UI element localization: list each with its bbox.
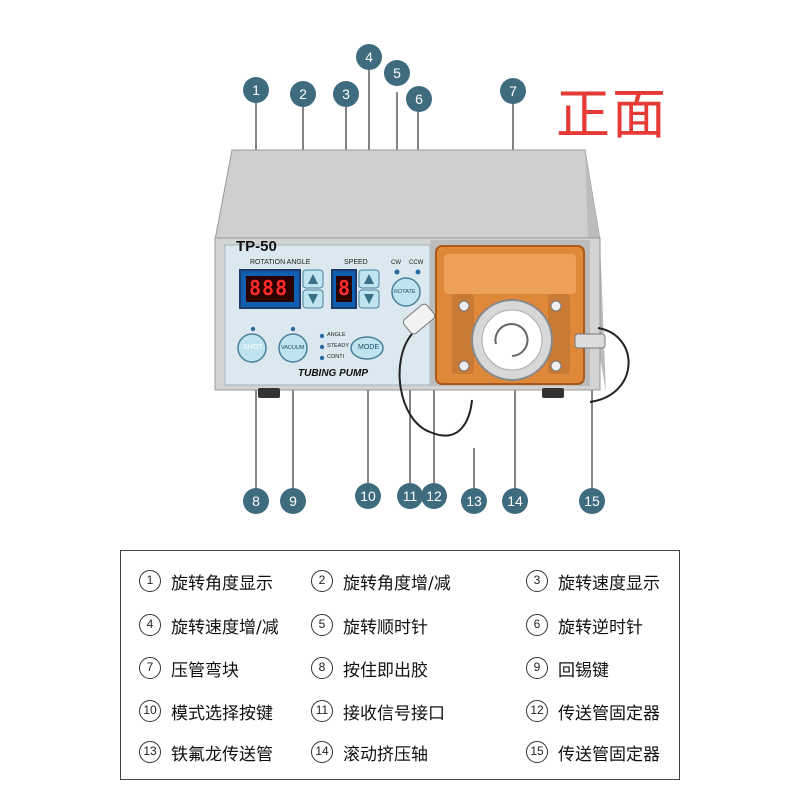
legend-item: 7 压管弯块: [139, 656, 239, 681]
callout-11: 11: [397, 483, 423, 509]
legend-number: 10: [139, 700, 161, 722]
legend-item: 14 滚动挤压轴: [311, 740, 428, 765]
legend-number: 13: [139, 741, 161, 763]
legend-text: 旋转角度增/减: [343, 573, 451, 594]
legend-number: 7: [139, 657, 161, 679]
legend-number: 3: [526, 570, 548, 592]
legend-number: 6: [526, 614, 548, 636]
legend-item: 8 按住即出胶: [311, 656, 428, 681]
mode-option-conti: CONTI: [327, 354, 345, 360]
legend-item: 11 接收信号接口: [311, 699, 445, 724]
legend-text: 旋转逆时针: [558, 617, 643, 638]
callout-12: 12: [421, 483, 447, 509]
legend-item: 9 回锡键: [526, 656, 609, 681]
device-illustration: [214, 70, 630, 488]
callout-3: 3: [333, 81, 359, 107]
legend-text: 模式选择按键: [171, 703, 273, 724]
legend-text: 旋转顺时针: [343, 617, 428, 638]
vacuum-button[interactable]: VACUUM: [281, 345, 305, 351]
legend-text: 传送管固定器: [558, 744, 660, 765]
control-panel: [224, 244, 431, 386]
legend-number: 11: [311, 700, 333, 722]
speed-label: SPEED: [344, 259, 368, 266]
brand-label: TUBING PUMP: [298, 368, 368, 379]
legend-item: 10 模式选择按键: [139, 699, 273, 724]
legend-text: 传送管固定器: [558, 703, 660, 724]
legend-text: 压管弯块: [171, 660, 239, 681]
legend-number: 1: [139, 570, 161, 592]
legend-text: 回锡键: [558, 660, 609, 681]
legend-item: 13 铁氟龙传送管: [139, 740, 273, 765]
callout-13: 13: [461, 488, 487, 514]
legend-item: 3 旋转速度显示: [526, 569, 660, 594]
legend-text: 旋转速度增/减: [171, 617, 279, 638]
legend-text: 旋转速度显示: [558, 573, 660, 594]
legend-item: 6 旋转逆时针: [526, 613, 643, 638]
angle-display-value: 888: [249, 276, 289, 300]
legend-text: 旋转角度显示: [171, 573, 273, 594]
legend-item: 1 旋转角度显示: [139, 569, 273, 594]
callout-14: 14: [502, 488, 528, 514]
legend-number: 12: [526, 700, 548, 722]
legend-number: 2: [311, 570, 333, 592]
rotate-button[interactable]: ROTATE: [394, 289, 416, 295]
callout-9: 9: [280, 488, 306, 514]
legend-item: 15 传送管固定器: [526, 740, 660, 765]
legend-number: 4: [139, 614, 161, 636]
legend-item: 12 传送管固定器: [526, 699, 660, 724]
legend-text: 滚动挤压轴: [343, 744, 428, 765]
callout-6: 6: [406, 86, 432, 112]
legend-number: 9: [526, 657, 548, 679]
mode-button[interactable]: MODE: [358, 344, 379, 351]
mode-option-angle: ANGLE: [327, 332, 346, 338]
legend-item: 4 旋转速度增/减: [139, 613, 279, 638]
callout-2: 2: [290, 81, 316, 107]
legend-text: 按住即出胶: [343, 660, 428, 681]
rotation-angle-label: ROTATION ANGLE: [250, 259, 311, 266]
legend-text: 接收信号接口: [343, 703, 445, 724]
cw-label: CW: [391, 260, 401, 266]
legend-number: 5: [311, 614, 333, 636]
callout-7: 7: [500, 78, 526, 104]
mode-option-steady: STEADY: [327, 343, 350, 349]
legend-number: 15: [526, 741, 548, 763]
callout-8: 8: [243, 488, 269, 514]
legend-text: 铁氟龙传送管: [171, 744, 273, 765]
legend-item: 5 旋转顺时针: [311, 613, 428, 638]
legend-item: 2 旋转角度增/减: [311, 569, 451, 594]
model-label: TP-50: [236, 238, 277, 255]
callout-10: 10: [355, 483, 381, 509]
callout-1: 1: [243, 77, 269, 103]
callout-15: 15: [579, 488, 605, 514]
legend-number: 8: [311, 657, 333, 679]
legend-number: 14: [311, 741, 333, 763]
legend-box: 1 旋转角度显示 2 旋转角度增/减 3 旋转速度显示 4 旋转速度增/减 5 旋转顺时针…: [120, 550, 680, 780]
shot-button[interactable]: SHOT: [243, 344, 263, 351]
callout-5: 5: [384, 60, 410, 86]
ccw-label: CCW: [409, 260, 424, 266]
page-title: 正面: [556, 83, 668, 146]
callout-4: 4: [356, 44, 382, 70]
speed-display-value: 8: [338, 276, 351, 300]
